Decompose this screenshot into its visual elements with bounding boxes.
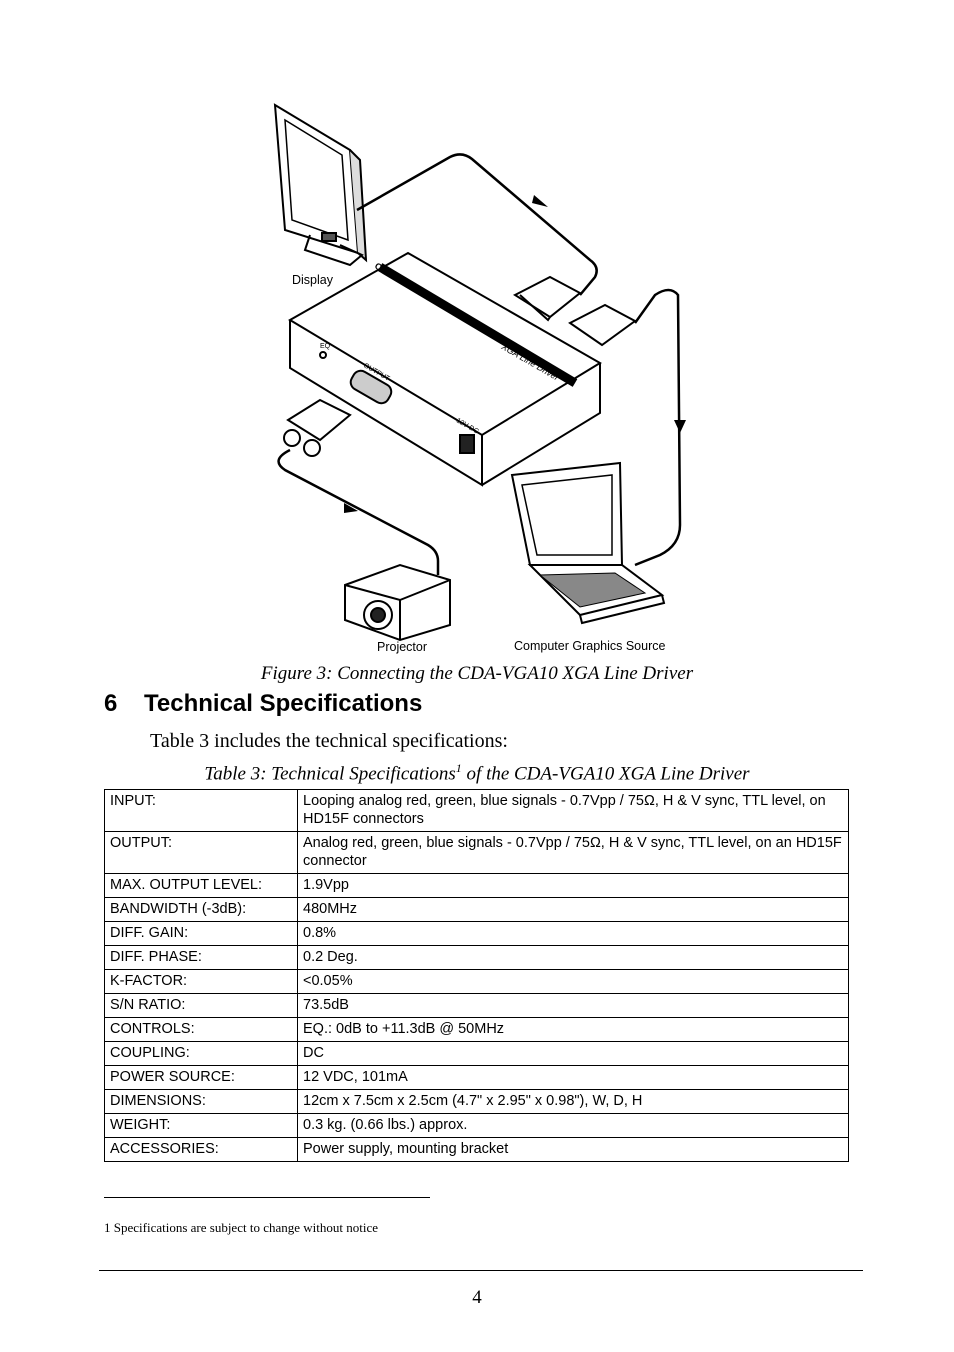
spec-key: CONTROLS:	[104, 1017, 298, 1042]
spec-value: EQ.: 0dB to +11.3dB @ 50MHz	[297, 1017, 849, 1042]
label-projector: Projector	[377, 640, 428, 654]
spec-value: 73.5dB	[297, 993, 849, 1018]
section-title: Technical Specifications	[144, 690, 423, 717]
table-row: MAX. OUTPUT LEVEL:1.9Vpp	[104, 873, 849, 898]
spec-key: MAX. OUTPUT LEVEL:	[104, 873, 298, 898]
table-row: OUTPUT:Analog red, green, blue signals -…	[104, 831, 849, 874]
table-caption: Table 3: Technical Specifications1 of th…	[0, 761, 954, 785]
footnote-ref: 1	[455, 761, 462, 775]
input-connector-bottom-icon	[568, 303, 637, 347]
spec-key: INPUT:	[104, 789, 298, 832]
spec-value: Power supply, mounting bracket	[297, 1137, 849, 1162]
spec-value: 1.9Vpp	[297, 873, 849, 898]
table-row: DIFF. PHASE:0.2 Deg.	[104, 945, 849, 970]
table-row: DIFF. GAIN:0.8%	[104, 921, 849, 946]
spec-key: COUPLING:	[104, 1041, 298, 1066]
table-row: ACCESSORIES:Power supply, mounting brack…	[104, 1137, 849, 1162]
spec-value: 0.3 kg. (0.66 lbs.) approx.	[297, 1113, 849, 1138]
table-row: CONTROLS:EQ.: 0dB to +11.3dB @ 50MHz	[104, 1017, 849, 1042]
spec-key: DIMENSIONS:	[104, 1089, 298, 1114]
figure-caption: Figure 3: Connecting the CDA-VGA10 XGA L…	[260, 663, 694, 684]
spec-value: 12 VDC, 101mA	[297, 1065, 849, 1090]
device-eq-label: EQ	[320, 343, 331, 350]
spec-key: BANDWIDTH (-3dB):	[104, 897, 298, 922]
section-heading: 6 Technical Specifications	[104, 690, 422, 718]
spec-value: 480MHz	[297, 897, 849, 922]
table-row: DIMENSIONS:12cm x 7.5cm x 2.5cm (4.7" x …	[104, 1089, 849, 1114]
spec-key: DIFF. GAIN:	[104, 921, 298, 946]
spec-key: K-FACTOR:	[104, 969, 298, 994]
display-monitor-icon	[273, 103, 368, 267]
spec-value: 12cm x 7.5cm x 2.5cm (4.7" x 2.95" x 0.9…	[297, 1089, 849, 1114]
output-connector-icon	[283, 398, 352, 457]
projector-icon	[344, 563, 451, 642]
page-number: 4	[472, 1287, 482, 1308]
table-row: WEIGHT:0.3 kg. (0.66 lbs.) approx.	[104, 1113, 849, 1138]
spec-key: ACCESSORIES:	[104, 1137, 298, 1162]
section-number: 6	[104, 690, 118, 717]
table-caption-pre: Table 3: Technical Specifications	[204, 763, 456, 785]
spec-value: 0.2 Deg.	[297, 945, 849, 970]
spec-key: S/N RATIO:	[104, 993, 298, 1018]
spec-value: <0.05%	[297, 969, 849, 994]
input-connector-top-icon	[512, 275, 582, 322]
laptop-icon	[510, 461, 666, 625]
footnote: 1 Specifications are subject to change w…	[104, 1220, 378, 1235]
label-source: Computer Graphics Source	[514, 639, 666, 653]
table-row: K-FACTOR:<0.05%	[104, 969, 849, 994]
spec-value: Looping analog red, green, blue signals …	[297, 789, 849, 832]
table-row: POWER SOURCE:12 VDC, 101mA	[104, 1065, 849, 1090]
label-display: Display	[292, 273, 333, 287]
table-row: S/N RATIO:73.5dB	[104, 993, 849, 1018]
spec-value: 0.8%	[297, 921, 849, 946]
page-footer-divider	[99, 1270, 863, 1271]
connection-diagram-svg	[273, 103, 686, 642]
spec-key: POWER SOURCE:	[104, 1065, 298, 1090]
spec-key: WEIGHT:	[104, 1113, 298, 1138]
arrowheads	[344, 195, 686, 513]
footnote-divider	[104, 1197, 430, 1198]
connection-diagram: Display Projector Computer Graphics Sour…	[250, 95, 690, 660]
line-driver-box	[288, 251, 602, 487]
table-row: COUPLING:DC	[104, 1041, 849, 1066]
table-row: BANDWIDTH (-3dB):480MHz	[104, 897, 849, 922]
table-row: INPUT:Looping analog red, green, blue si…	[104, 789, 849, 832]
section-intro: Table 3 includes the technical specifica…	[150, 730, 508, 752]
spec-key: OUTPUT:	[104, 831, 298, 874]
spec-table: INPUT:Looping analog red, green, blue si…	[104, 789, 849, 1162]
table-caption-post: of the CDA-VGA10 XGA Line Driver	[461, 763, 750, 785]
spec-key: DIFF. PHASE:	[104, 945, 298, 970]
spec-value: Analog red, green, blue signals - 0.7Vpp…	[297, 831, 849, 874]
spec-value: DC	[297, 1041, 849, 1066]
